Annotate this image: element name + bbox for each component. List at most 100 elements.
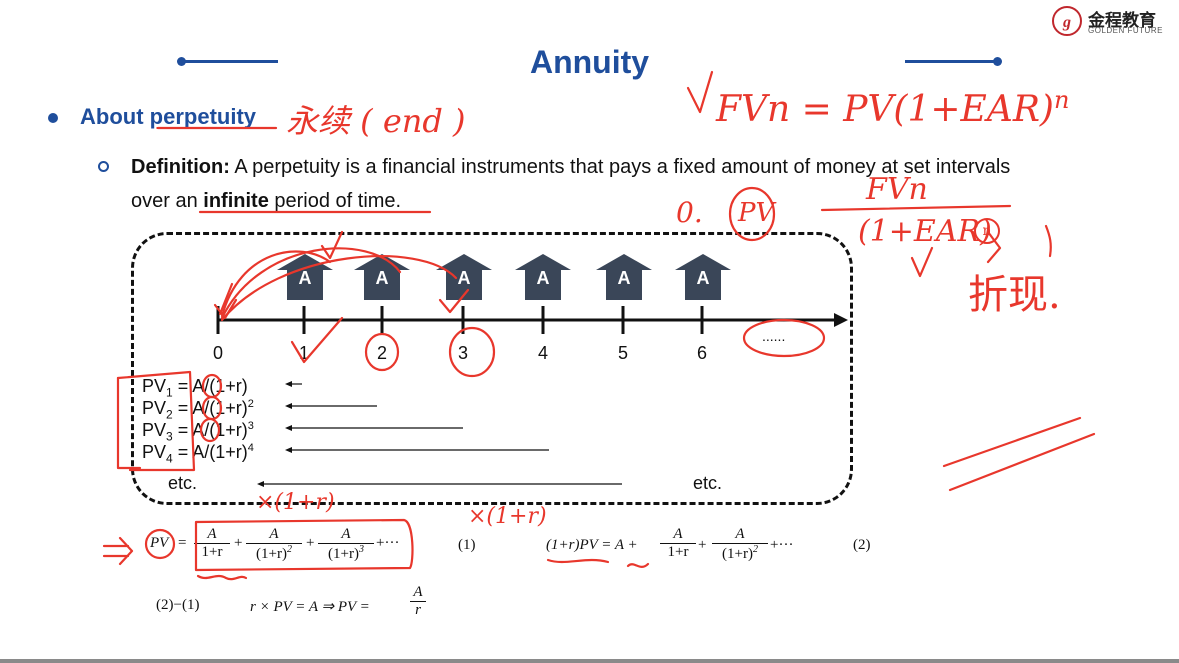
payment-label: A [457,268,471,288]
eq2-den-2: (1+r)2 [712,543,768,563]
tick-label-2: 2 [377,343,388,363]
payment-arrow-2: A [354,254,410,300]
definition-line-1: Definition: A perpetuity is a financial … [131,156,1010,179]
pv-row-lhs: PV [142,442,167,462]
eq2-sup-2: 2 [752,544,758,555]
eq1-den-1-text: 1+r [201,544,223,560]
eq1-label: (1) [458,537,476,553]
payment-arrow-3: A [436,254,492,300]
payment-label: A [536,268,550,288]
pv-row-sub: 4 [166,451,173,466]
header-dot-right [993,57,1002,66]
eq3-left: (2)−(1) [156,597,200,613]
equation-1: PV = A 1+r + A (1+r)2 + A (1+r)3 +··· [150,526,450,576]
payment-label: A [617,268,631,288]
eq3-mid: r × PV = A ⇒ PV = [250,599,370,615]
eq1-tail: +··· [376,535,400,551]
tick-label-4: 4 [538,343,549,363]
svg-text:g: g [1062,14,1071,31]
bullet-ring-icon [98,161,109,172]
bullet-dot-icon [48,113,58,123]
handwritten-fv-formula: FVn = PV(1+EAR)n [716,86,1069,130]
pv-row-lhs: PV [142,398,167,418]
payment-arrow-5: A [596,254,652,300]
eq1-sup-3: 3 [358,544,364,555]
section-heading-keyword: perpetuity [149,104,257,129]
eq2-term-1: A 1+r [660,526,696,561]
bottom-border [0,659,1179,663]
pv-row-3: PV3 = A/(1+r)3 [142,420,254,444]
eq1-lhs: PV [150,535,169,551]
handwritten-times-1: ×(1+r) [256,490,335,515]
eq1-plus-2: + [306,535,315,551]
pv-row-sup: 2 [247,398,254,410]
eq1-plus-1: + [234,535,243,551]
eq3-den: r [410,601,426,619]
eq1-den-1: 1+r [194,543,230,561]
handwritten-frac-circle: n [974,218,1000,244]
header-rule-right [905,60,999,63]
handwritten-pv: PV [738,198,775,228]
payment-arrow-1: A [277,254,333,300]
pv-row-sub: 1 [166,385,173,400]
header-rule-left [182,60,278,63]
definition-text-2c: period of time. [268,190,402,212]
payment-label: A [298,268,312,288]
pv-row-lhs: PV [142,376,167,396]
eq2-den-2-text: (1+r) [722,546,753,562]
pv-row-rhs: = A/(1+r) [177,420,248,440]
eq2-den-1: 1+r [660,543,696,561]
pv-row-sub: 2 [166,407,173,422]
handwritten-frac-den: (1+EAR) [858,214,992,249]
timeline-box [131,232,853,505]
handwritten-frac-num: FVn [866,172,928,207]
eq1-num: A [269,526,279,542]
eq1-term-1: A 1+r [194,526,230,561]
pv-row-1: PV1 = A/(1+r) [142,376,248,400]
tick-label-1: 1 [299,343,310,363]
pv-row-4: PV4 = A/(1+r)4 [142,442,254,466]
eq1-den-3-text: (1+r) [328,546,359,562]
pv-row-lhs: PV [142,420,167,440]
eq1-den-2: (1+r)2 [246,543,302,563]
tick-label-6: 6 [697,343,708,363]
definition-text-2a: over an [131,190,204,212]
definition-line-2: over an infinite period of time. [131,190,401,213]
section-heading: About perpetuity [80,104,256,130]
eq1-equals: = [178,535,187,551]
handwritten-pv-prefix: 0. [676,196,703,229]
pv-row-rhs: = A/(1+r) [177,442,248,462]
pv-row-sup: 3 [247,420,254,432]
payment-label: A [375,268,389,288]
logo-seal-icon: g [1052,6,1082,36]
eq3-frac: A r [410,584,426,619]
equation-2: (1+r)PV = A + A 1+r + A (1+r)2 +··· [546,526,846,576]
eq1-sup-2: 2 [286,544,292,555]
eq2-num: A [673,526,683,542]
brand-logo: g 金程教育 GOLDEN FUTURE [1050,4,1175,38]
handwritten-fv-text: FVn = PV(1+EAR) [716,89,1054,130]
eq1-num: A [341,526,351,542]
eq2-term-2: A (1+r)2 [712,526,768,563]
definition-keyword-infinite: infinite [203,190,269,212]
eq2-tail: +··· [770,537,794,553]
definition-text: A perpetuity is a financial instruments … [229,156,1011,178]
handwritten-times-2: ×(1+r) [468,504,547,529]
eq1-den-2-text: (1+r) [256,546,287,562]
eq2-lhs: (1+r)PV = A + [546,537,638,553]
logo-subtitle: GOLDEN FUTURE [1088,26,1163,35]
pv-row-sub: 3 [166,429,173,444]
eq1-num: A [207,526,217,542]
etc-right: etc. [693,473,723,493]
ellipsis: ...... [762,328,786,344]
eq2-den-1-text: 1+r [667,544,689,560]
tick-label-3: 3 [458,343,469,363]
payment-arrow-4: A [515,254,571,300]
etc-left: etc. [168,473,198,493]
tick-label-0: 0 [213,343,224,363]
eq3-num: A [413,584,423,600]
pv-row-rhs: = A/(1+r) [177,376,248,396]
page-title: Annuity [529,44,650,80]
